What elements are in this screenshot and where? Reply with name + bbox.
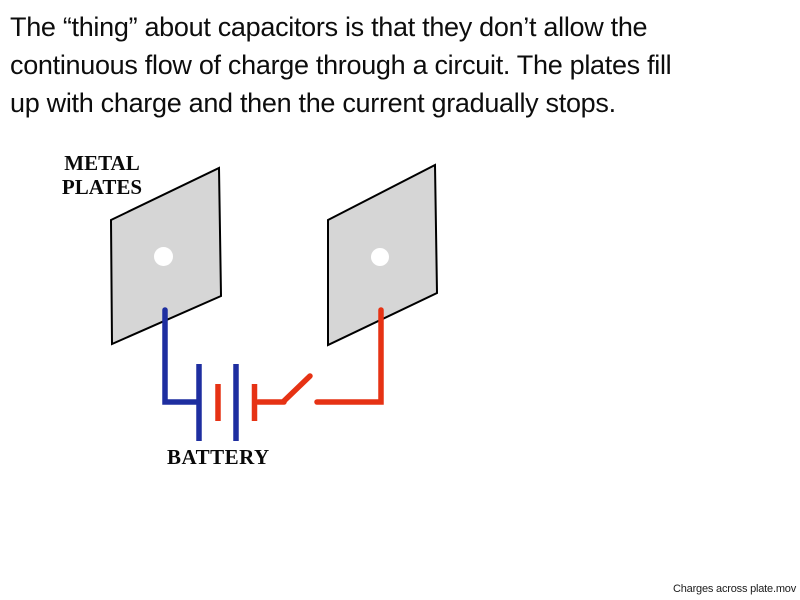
switch-lever (281, 373, 313, 404)
right-plate-dot (371, 248, 389, 266)
red-wire (314, 307, 384, 405)
movie-filename-label: Charges across plate.mov (673, 583, 796, 595)
blue-wire (162, 307, 200, 405)
battery-label: BATTERY (167, 445, 270, 469)
metal-plates-label: METAL PLATES (61, 151, 143, 199)
slide-caption-text: The “thing” about capacitors is that the… (10, 12, 672, 118)
left-plate-dot (154, 247, 173, 266)
